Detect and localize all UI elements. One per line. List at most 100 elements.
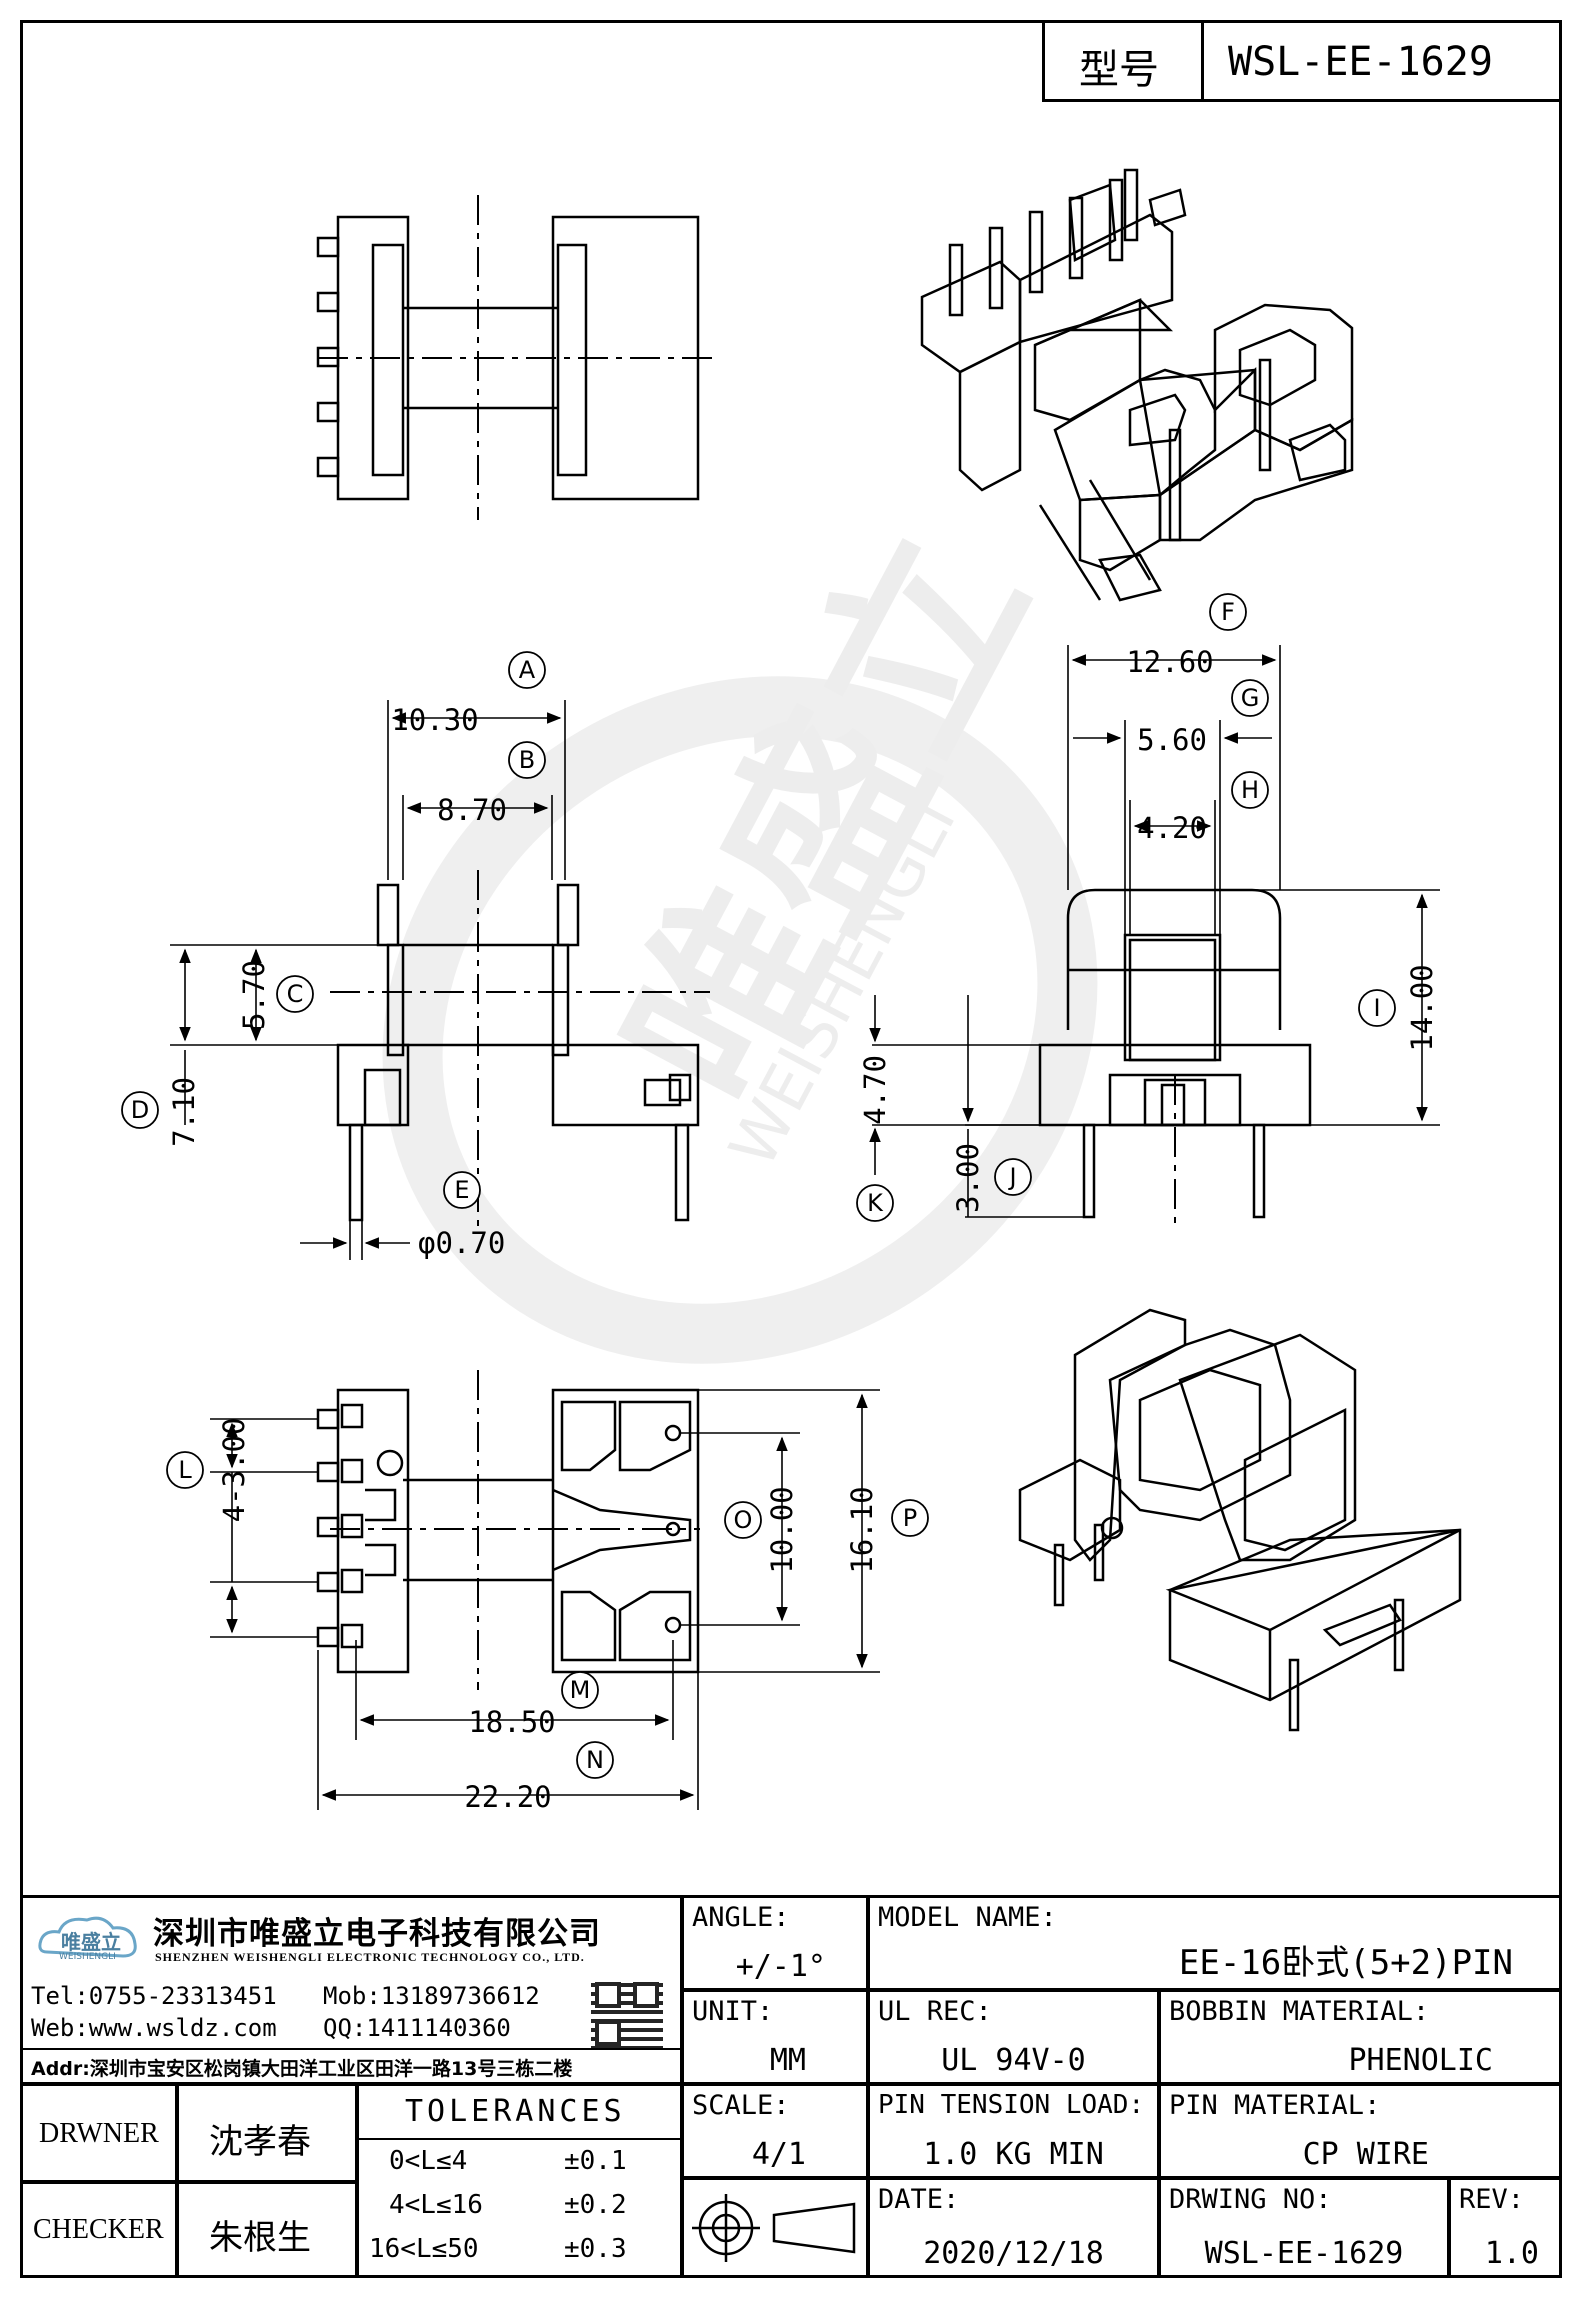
rev-label: REV: — [1459, 2184, 1525, 2215]
unit-label: UNIT: — [692, 1996, 774, 2027]
rev-cell: REV: 1.0 — [1448, 2177, 1562, 2278]
dim-n-value: 22.20 — [464, 1780, 551, 1814]
rev-value: 1.0 — [1484, 2236, 1539, 2271]
company-logo: 唯盛立 WEISHENGLI — [37, 1912, 142, 1964]
pin-material-label: PIN MATERIAL: — [1169, 2090, 1381, 2121]
iso-view-bottom — [1018, 1308, 1462, 1732]
dim-k-value: 4.70 — [858, 1055, 892, 1125]
qr-code-icon — [591, 1978, 663, 2050]
dim-d-value: 7.10 — [167, 1077, 201, 1147]
dim-j-letter: J — [1007, 1163, 1016, 1191]
bobbin-label: BOBBIN MATERIAL: — [1169, 1996, 1430, 2027]
pin-tension-label: PIN TENSION LOAD: — [878, 2090, 1145, 2120]
dim-g-letter: G — [1241, 684, 1260, 712]
logo-en: WEISHENGLI — [59, 1952, 116, 1962]
top-view — [316, 195, 720, 520]
addr-divider — [23, 2048, 680, 2050]
checker-value-cell: 朱根生 — [176, 2181, 358, 2278]
dim-p-value: 16.10 — [845, 1486, 879, 1573]
checker-label-cell: CHECKER — [20, 2181, 178, 2278]
dim-k-letter: K — [867, 1189, 884, 1217]
checker-value: 朱根生 — [209, 2218, 311, 2258]
drawer-value: 沈孝春 — [209, 2122, 311, 2162]
tolerances-divider — [359, 2138, 680, 2140]
angle-cell: ANGLE: +/-1° — [681, 1895, 869, 1991]
iso-view-top — [920, 168, 1354, 602]
dim-p-letter: P — [903, 1504, 917, 1532]
company-cell: 唯盛立 WEISHENGLI 深圳市唯盛立电子科技有限公司 SHENZHEN W… — [20, 1895, 683, 2085]
pin-tension-cell: PIN TENSION LOAD: 1.0 KG MIN — [867, 2083, 1160, 2179]
company-addr: Addr:深圳市宝安区松岗镇大田洋工业区田洋一路13号三栋二楼 — [31, 2058, 573, 2080]
dim-i-letter: I — [1373, 994, 1380, 1022]
company-name-cn: 深圳市唯盛立电子科技有限公司 — [153, 1916, 601, 1952]
dim-l-value: 4-3.00 — [217, 1418, 251, 1523]
tol-range-3: 16<L≤50 — [369, 2234, 479, 2264]
front-view — [330, 870, 710, 1230]
drawing-no-label: DRWING NO: — [1169, 2184, 1332, 2215]
logo-cn: 唯盛立 — [61, 1930, 121, 1954]
model-value: EE-16卧式(5+2)PIN — [1178, 1943, 1513, 1983]
dim-b-letter: B — [519, 746, 535, 774]
dim-o-letter: O — [734, 1506, 753, 1534]
dim-a-letter: A — [519, 656, 536, 684]
watermark: 唯盛立 WEISHENGLI — [382, 500, 1098, 1364]
unit-value: MM — [769, 2043, 806, 2078]
bobbin-cell: BOBBIN MATERIAL: PHENOLIC — [1158, 1989, 1562, 2085]
dim-j-value: 3.00 — [951, 1143, 985, 1213]
date-cell: DATE: 2020/12/18 — [867, 2177, 1160, 2278]
pin-material-value: CP WIRE — [1302, 2137, 1429, 2172]
drawer-label: DRWNER — [39, 2118, 159, 2149]
type-value: WSL-EE-1629 — [1228, 39, 1493, 85]
dim-h-letter: H — [1241, 776, 1259, 804]
projection-symbol-icon — [692, 2194, 856, 2262]
dim-e-letter: E — [454, 1176, 469, 1204]
model-cell: MODEL NAME: EE-16卧式(5+2)PIN — [867, 1895, 1562, 1991]
dim-l-letter: L — [178, 1456, 192, 1484]
cloud-logo-icon — [38, 1916, 137, 1958]
tol-value-3: ±0.3 — [564, 2234, 627, 2264]
projection-symbol-cell — [681, 2177, 869, 2278]
company-mob: Mob:13189736612 — [323, 1982, 540, 2010]
scale-cell: SCALE: 4/1 — [681, 2083, 869, 2179]
tol-range-1: 0<L≤4 — [389, 2146, 468, 2176]
scale-value: 4/1 — [751, 2137, 806, 2172]
dim-e-value: φ0.70 — [418, 1226, 505, 1260]
bobbin-value: PHENOLIC — [1348, 2043, 1494, 2078]
tol-value-2: ±0.2 — [564, 2190, 627, 2220]
angle-label: ANGLE: — [692, 1902, 790, 1933]
dim-f-value: 12.60 — [1126, 645, 1213, 679]
dim-c-value: 5.70 — [237, 960, 271, 1030]
ul-value: UL 94V-0 — [941, 2043, 1086, 2078]
dim-m-letter: M — [570, 1676, 591, 1704]
type-value-cell: WSL-EE-1629 — [1201, 20, 1562, 102]
drawing-no-value: WSL-EE-1629 — [1204, 2236, 1404, 2271]
drawer-value-cell: 沈孝春 — [176, 2083, 358, 2183]
tolerances-title: TOLERANCES — [405, 2094, 626, 2129]
drawer-label-cell: DRWNER — [20, 2083, 178, 2183]
tolerances-cell: TOLERANCES 0<L≤4 ±0.1 4<L≤16 ±0.2 16<L≤5… — [356, 2083, 683, 2278]
angle-value: +/-1° — [735, 1949, 826, 1984]
scale-label: SCALE: — [692, 2090, 790, 2121]
pin-material-cell: PIN MATERIAL: CP WIRE — [1158, 2083, 1562, 2179]
company-web: Web:www.wsldz.com — [31, 2014, 277, 2042]
type-label: 型号 — [1079, 47, 1159, 93]
type-label-cell: 型号 — [1042, 20, 1204, 102]
dim-o-value: 10.00 — [765, 1486, 799, 1573]
dim-m-value: 18.50 — [468, 1705, 555, 1739]
drawing-no-cell: DRWING NO: WSL-EE-1629 — [1158, 2177, 1450, 2278]
company-qq: QQ:1411140360 — [323, 2014, 511, 2042]
tol-value-1: ±0.1 — [564, 2146, 627, 2176]
unit-cell: UNIT: MM — [681, 1989, 869, 2085]
ul-cell: UL REC: UL 94V-0 — [867, 1989, 1160, 2085]
ul-label: UL REC: — [878, 1996, 992, 2027]
bottom-view — [316, 1370, 700, 1690]
company-tel: Tel:0755-23313451 — [31, 1982, 277, 2010]
date-label: DATE: — [878, 2184, 960, 2215]
date-value: 2020/12/18 — [923, 2236, 1104, 2271]
dim-b-value: 8.70 — [437, 793, 507, 827]
company-name-en: SHENZHEN WEISHENGLI ELECTRONIC TECHNOLOG… — [155, 1950, 585, 1964]
dim-n-letter: N — [586, 1746, 604, 1774]
dim-f-letter: F — [1221, 598, 1235, 626]
pin-tension-value: 1.0 KG MIN — [923, 2137, 1104, 2172]
tol-range-2: 4<L≤16 — [389, 2190, 483, 2220]
